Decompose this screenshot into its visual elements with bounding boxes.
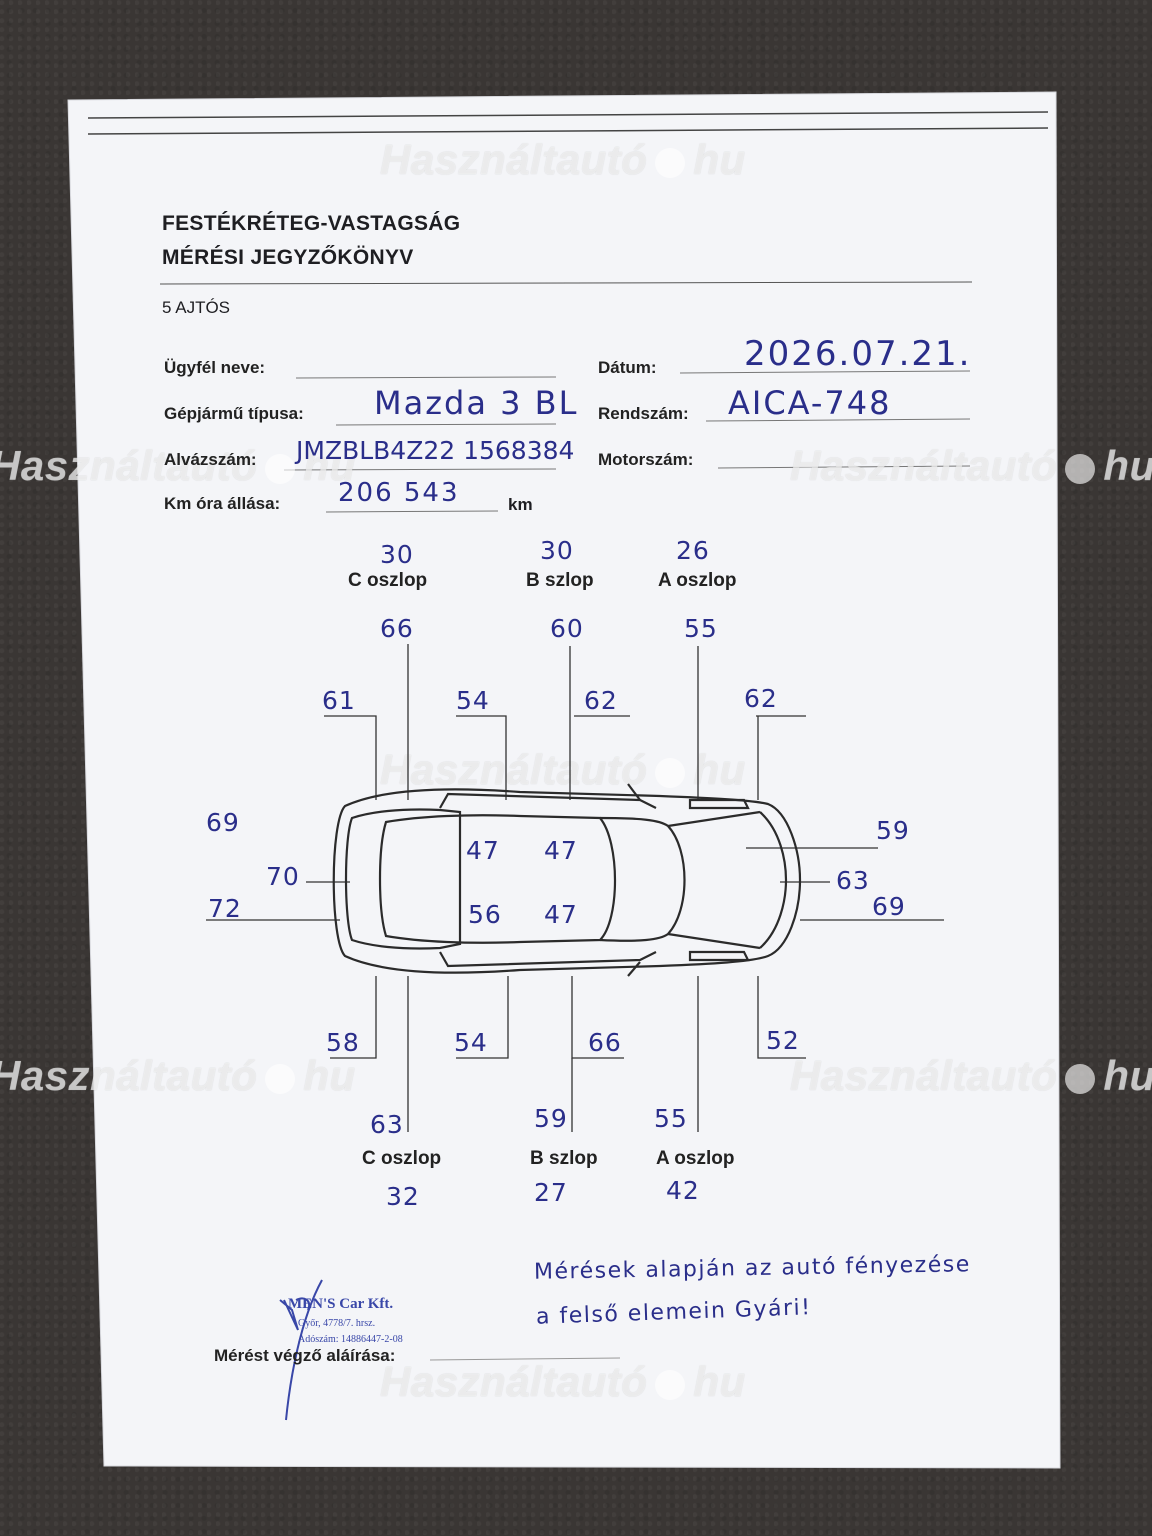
measurement-rear-1: 69 bbox=[206, 808, 240, 837]
measurement-bottom-rear-door: 63 bbox=[370, 1110, 404, 1139]
measurement-roof-4: 47 bbox=[544, 900, 578, 929]
document-subtitle: 5 AJTÓS bbox=[162, 298, 231, 317]
measurement-roof-3: 56 bbox=[468, 900, 502, 929]
b-pillar-bottom-label: B szlop bbox=[530, 1148, 598, 1169]
stamp-address: Győr, 4778/7. hrsz. bbox=[298, 1318, 376, 1329]
customer-label: Ügyfél neve: bbox=[164, 358, 266, 377]
measurement-roof-2: 47 bbox=[544, 836, 578, 865]
b-pillar-bottom-value: 27 bbox=[534, 1178, 568, 1207]
date-label: Dátum: bbox=[598, 358, 657, 377]
document-title-line2: MÉRÉSI JEGYZŐKÖNYV bbox=[162, 246, 414, 269]
c-pillar-top-value: 30 bbox=[380, 540, 414, 569]
measurement-bottom-rear-quarter: 58 bbox=[326, 1028, 360, 1057]
measurement-top-rear-quarter: 61 bbox=[322, 686, 356, 715]
measurement-roof-1: 47 bbox=[466, 836, 500, 865]
a-pillar-bottom-label: A oszlop bbox=[656, 1148, 735, 1169]
vin-label: Alvázszám: bbox=[164, 450, 257, 469]
plate-label: Rendszám: bbox=[598, 404, 689, 423]
c-pillar-top-label: C oszlop bbox=[348, 570, 428, 591]
measurement-rear-3: 72 bbox=[208, 894, 242, 923]
measurement-top-rear-door: 66 bbox=[380, 614, 414, 643]
car-outline bbox=[332, 783, 802, 977]
a-pillar-top-label: A oszlop bbox=[658, 570, 737, 591]
measurement-top-fender: 55 bbox=[684, 614, 718, 643]
km-unit: km bbox=[508, 495, 533, 514]
date-value: 2026.07.21. bbox=[744, 334, 972, 374]
measurement-front-2: 63 bbox=[836, 866, 870, 895]
measurement-bottom-front-door: 59 bbox=[534, 1104, 568, 1133]
document-title-line1: FESTÉKRÉTEG-VASTAGSÁG bbox=[162, 212, 461, 235]
measurement-top-front-door: 60 bbox=[550, 614, 584, 643]
measurement-bottom-rear-door-lower: 54 bbox=[454, 1028, 488, 1057]
measurement-top-rear-door-lower: 54 bbox=[456, 686, 490, 715]
stamp-tax-id: Adószám: 14886447-2-08 bbox=[298, 1334, 403, 1345]
measurement-bottom-fender: 55 bbox=[654, 1104, 688, 1133]
c-pillar-bottom-label: C oszlop bbox=[362, 1148, 442, 1169]
vehicle-type-value: Mazda 3 BL bbox=[374, 384, 579, 422]
stamp-name: MEN'S Car Kft. bbox=[288, 1296, 394, 1312]
b-pillar-top-value: 30 bbox=[540, 536, 574, 565]
measurement-front-1: 59 bbox=[876, 816, 910, 845]
vin-value: JMZBLB4Z22 1568384 bbox=[296, 436, 575, 465]
measurement-bottom-front-door-lower: 66 bbox=[588, 1028, 622, 1057]
km-label: Km óra állása: bbox=[164, 494, 281, 513]
a-pillar-bottom-value: 42 bbox=[666, 1176, 700, 1205]
plate-value: AICA-748 bbox=[728, 384, 892, 422]
engine-label: Motorszám: bbox=[598, 450, 694, 469]
b-pillar-top-label: B szlop bbox=[526, 570, 594, 591]
measurement-top-front-door-lower: 62 bbox=[584, 686, 618, 715]
measurement-top-front-fender: 62 bbox=[744, 684, 778, 713]
measurement-bottom-front-fender: 52 bbox=[766, 1026, 800, 1055]
km-value: 206 543 bbox=[338, 478, 460, 508]
a-pillar-top-value: 26 bbox=[676, 536, 710, 565]
measurement-rear-2: 70 bbox=[266, 862, 300, 891]
signature-mark bbox=[279, 1279, 323, 1421]
signature-label: Mérést végző aláírása: bbox=[214, 1346, 396, 1365]
vehicle-type-label: Gépjármű típusa: bbox=[164, 404, 304, 423]
measurement-front-3: 69 bbox=[872, 892, 906, 921]
c-pillar-bottom-value: 32 bbox=[386, 1182, 420, 1211]
